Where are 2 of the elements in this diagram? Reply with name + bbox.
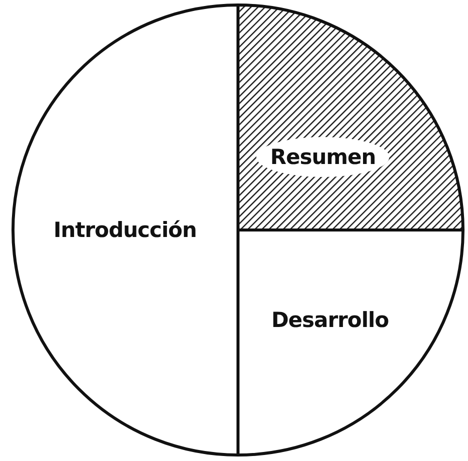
slice-label: Desarrollo [271,308,389,332]
slice-label: Introducción [53,218,197,242]
